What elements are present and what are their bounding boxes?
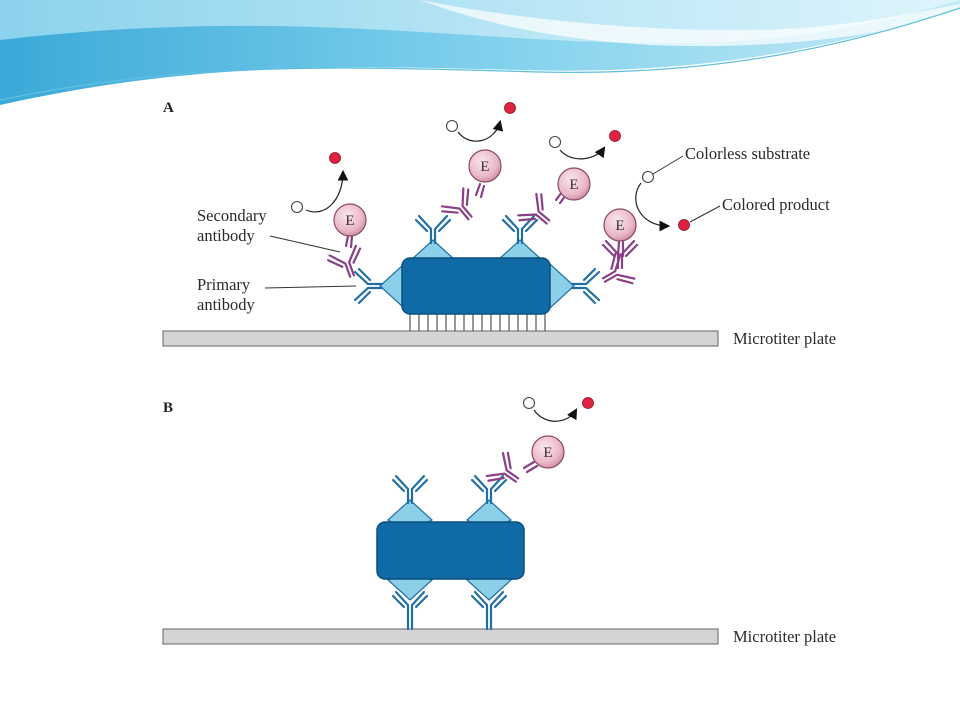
enzyme-b-label: E: [543, 445, 552, 461]
primary-antibody-left: [353, 267, 384, 305]
product-3: [609, 130, 621, 142]
enzyme-1: [333, 203, 367, 237]
secondary-antibody-leader: [269, 235, 341, 253]
secondary-antibody-1: [325, 234, 370, 283]
reaction-arrow-3: [559, 146, 606, 160]
primary-antibody-top-left: [414, 214, 452, 245]
reaction-arrow-b: [533, 408, 578, 422]
microtiter-plate-label-a: Microtiter plate: [733, 329, 836, 348]
panel-b: B Microtiter plate: [162, 396, 836, 646]
substrate-b: [522, 396, 536, 410]
enzyme-b: [531, 435, 565, 469]
enzyme-3: [557, 167, 591, 201]
enzyme-4: [603, 208, 637, 242]
product-1: [329, 152, 341, 164]
substrate-4: [641, 170, 655, 184]
enzyme-2: [468, 149, 502, 183]
reaction-arrow-1: [305, 169, 349, 213]
microtiter-plate-label-b: Microtiter plate: [733, 627, 836, 646]
antigen-b: [376, 521, 525, 580]
secondary-antibody-b: [484, 449, 539, 496]
substrate-1: [290, 200, 304, 214]
enzyme-2-label: E: [480, 159, 489, 175]
substrate-2: [445, 119, 459, 133]
capture-antibody-right: [470, 590, 508, 631]
top-wave-white-streak: [420, 0, 960, 47]
secondary-antibody-2: [438, 182, 486, 231]
enzyme-4-label: E: [615, 218, 624, 234]
antigen-tethers: [409, 312, 546, 331]
panel-a-letter: A: [163, 100, 174, 116]
enzyme-1-label: E: [345, 213, 354, 229]
secondary-antibody-label-line2: antibody: [197, 226, 255, 245]
secondary-antibody-label-line1: Secondary: [197, 206, 267, 225]
colorless-substrate-label: Colorless substrate: [685, 144, 810, 163]
microtiter-plate-b: [162, 628, 719, 645]
product-4: [678, 219, 690, 231]
secondary-antibody-4: [594, 239, 639, 296]
product-b: [582, 397, 594, 409]
panel-b-letter: B: [163, 400, 173, 416]
colored-product-leader: [689, 205, 721, 223]
microtiter-plate-a: [162, 330, 719, 347]
primary-antibody-right: [570, 267, 601, 305]
reaction-arrow-2: [457, 119, 504, 142]
primary-antibody-label-line1: Primary: [197, 275, 251, 294]
primary-antibody-leader: [264, 285, 357, 289]
primary-antibody-label-line2: antibody: [197, 295, 255, 314]
substrate-3: [548, 135, 562, 149]
antigen-a: [401, 257, 551, 315]
colorless-substrate-leader: [652, 155, 684, 175]
product-2: [504, 102, 516, 114]
enzyme-3-label: E: [569, 177, 578, 193]
top-wave-line: [0, 7, 960, 101]
reaction-arrow-4: [635, 182, 671, 232]
capture-antibody-left: [391, 590, 429, 631]
detection-antibody-left: [391, 474, 429, 505]
panel-a: A Microtiter plate: [162, 100, 836, 348]
colored-product-label: Colored product: [722, 195, 830, 214]
